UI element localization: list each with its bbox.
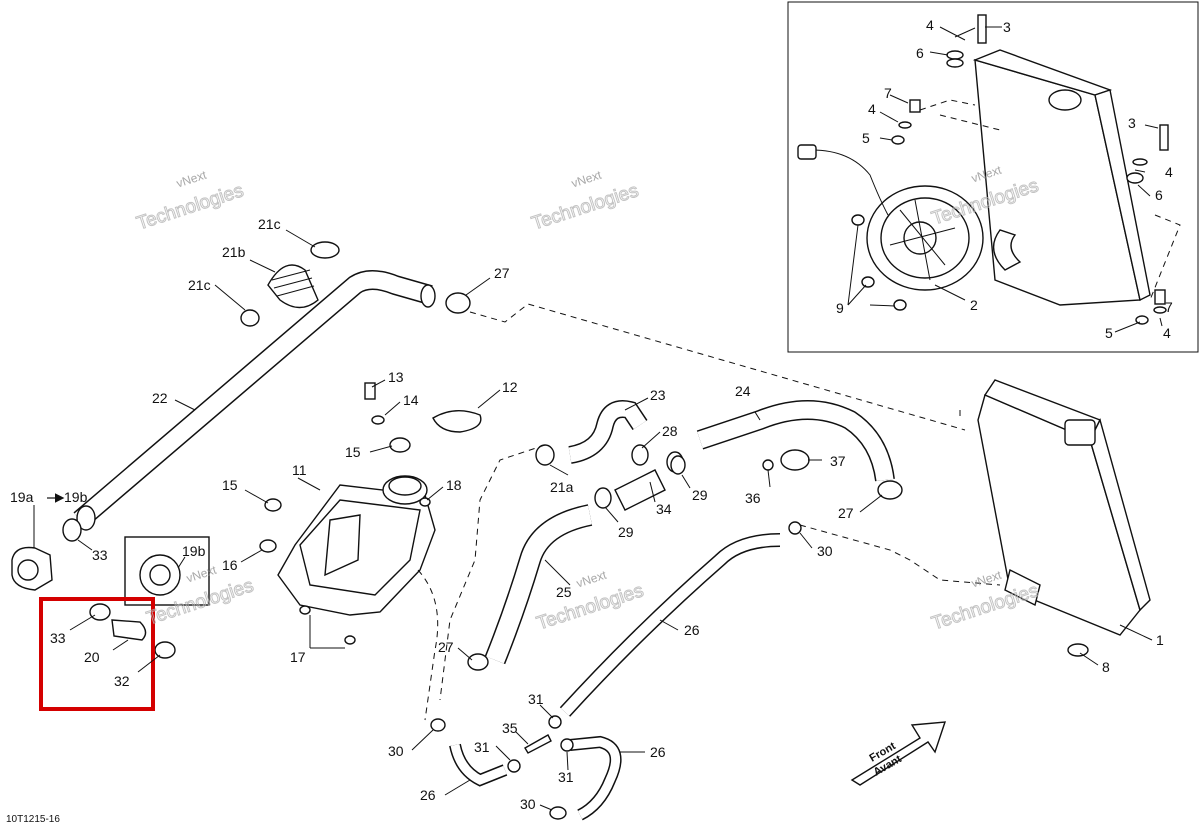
watermark-text: vNext (970, 567, 1004, 590)
part-label: 23 (650, 387, 666, 403)
part-label: 7 (1165, 299, 1173, 315)
part-label: 30 (520, 796, 536, 812)
pump-area (11, 518, 210, 659)
part-label: 5 (1105, 325, 1113, 341)
part-label: 33 (92, 547, 108, 563)
part-label: 27 (438, 639, 454, 655)
part-label: 7 (884, 85, 892, 101)
part-label: 30 (388, 743, 404, 759)
part-label: 36 (745, 490, 761, 506)
part-label: 9 (836, 300, 844, 316)
part-label: 21c (188, 277, 211, 293)
part-label: 22 (152, 390, 168, 406)
part-label: 21a (550, 479, 574, 495)
front-direction-badge: Front Avant (850, 721, 947, 786)
part-label: 19b (182, 543, 206, 559)
part-label: 4 (868, 101, 876, 117)
part-label: 3 (1003, 19, 1011, 35)
inset-radiator (972, 49, 1151, 306)
part-label: 27 (494, 265, 510, 281)
part-label: 35 (502, 720, 518, 736)
part-label: 12 (502, 379, 518, 395)
part-labels: 4 3 6 7 4 5 3 4 6 9 2 7 5 4 21c 21b 21c … (10, 17, 1173, 812)
watermark-text: Technologies (929, 580, 1041, 634)
part-label: 33 (50, 630, 66, 646)
part-label: 4 (1165, 164, 1173, 180)
highlight-box (39, 597, 155, 711)
part-label: 29 (692, 487, 708, 503)
part-label: 11 (292, 462, 307, 478)
clamps (240, 241, 903, 820)
inset-fan-assembly (797, 144, 984, 291)
part-label: 26 (650, 744, 666, 760)
part-label: 13 (388, 369, 404, 385)
part-label: 14 (403, 392, 419, 408)
part-label: 29 (618, 524, 634, 540)
part-label: 5 (862, 130, 870, 146)
part-label: 21c (258, 216, 281, 232)
part-label: 17 (290, 649, 306, 665)
dashed-connections (417, 303, 1001, 721)
part-label: 6 (1155, 187, 1163, 203)
expansion-tank (259, 382, 482, 645)
watermark-text: vNext (575, 567, 609, 590)
watermark-text: Technologies (134, 180, 246, 234)
part-label: 21b (222, 244, 246, 260)
inset-hardware (851, 14, 1169, 325)
part-label: 37 (830, 453, 846, 469)
part-label: 3 (1128, 115, 1136, 131)
part-label: 4 (1163, 325, 1171, 341)
watermark-text: vNext (175, 167, 209, 190)
drawing-reference: 10T1215-16 (6, 814, 60, 825)
part-label: 31 (528, 691, 544, 707)
part-label: 20 (84, 649, 100, 665)
part-label: 32 (114, 673, 130, 689)
watermark-text: Technologies (534, 580, 646, 634)
part-label: 4 (926, 17, 934, 33)
leader-lines (33, 229, 1153, 811)
radiator (977, 379, 1151, 657)
part-label: 30 (817, 543, 833, 559)
part-label: 34 (656, 501, 672, 517)
part-label: 16 (222, 557, 238, 573)
hoses (73, 264, 895, 821)
part-label: 26 (684, 622, 700, 638)
part-label: 1 (1156, 632, 1164, 648)
part-label: 6 (916, 45, 924, 61)
part-label: 19a (10, 489, 34, 505)
part-label: 15 (345, 444, 361, 460)
part-label: 31 (474, 739, 490, 755)
part-label: 31 (558, 769, 574, 785)
part-label: 24 (735, 383, 751, 399)
watermark-text: Technologies (529, 180, 641, 234)
part-label: 18 (446, 477, 462, 493)
part-label: 27 (838, 505, 854, 521)
inset-detail-panel (787, 1, 1199, 353)
part-label: 26 (420, 787, 436, 803)
part-label: 28 (662, 423, 678, 439)
part-label: 25 (556, 584, 572, 600)
part-label: 15 (222, 477, 238, 493)
watermark-text: vNext (570, 167, 604, 190)
part-label: 2 (970, 297, 978, 313)
part-label: 19b (64, 489, 88, 505)
part-label: 8 (1102, 659, 1110, 675)
